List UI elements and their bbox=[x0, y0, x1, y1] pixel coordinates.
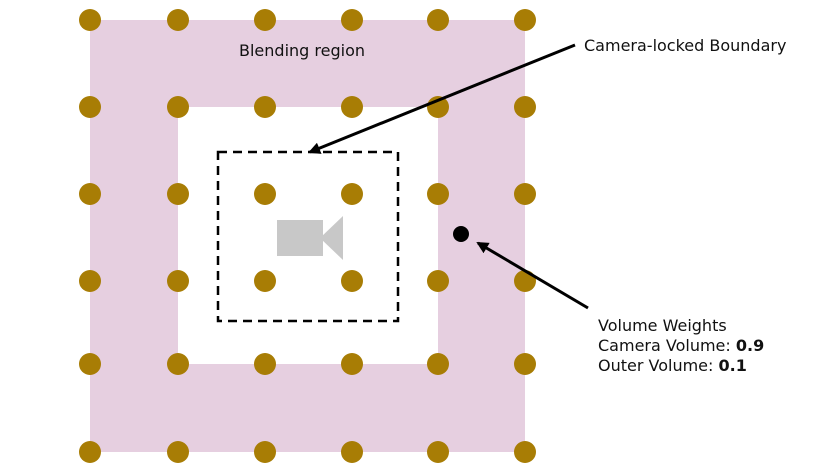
probe-dot-icon bbox=[427, 270, 449, 292]
probe-dot-icon bbox=[79, 183, 101, 205]
camera-locked-boundary bbox=[216, 150, 400, 323]
probe-dot-icon bbox=[254, 96, 276, 118]
video-camera-icon bbox=[277, 216, 343, 260]
probe-dot-icon bbox=[514, 183, 536, 205]
boundary-label: Camera-locked Boundary bbox=[584, 36, 787, 55]
probe-dot-icon bbox=[167, 270, 189, 292]
probe-dot-icon bbox=[254, 270, 276, 292]
probe-dot-icon bbox=[167, 353, 189, 375]
probe-dot-icon bbox=[79, 9, 101, 31]
outer-volume-label: Outer Volume: bbox=[598, 356, 714, 375]
probe-dot-icon bbox=[167, 183, 189, 205]
volume-weights-block: Volume Weights Camera Volume: 0.9 Outer … bbox=[598, 316, 764, 376]
probe-dot-icon bbox=[427, 353, 449, 375]
probe-dot-icon bbox=[427, 9, 449, 31]
probe-dot-icon bbox=[79, 96, 101, 118]
sample-point-icon bbox=[453, 226, 469, 242]
probe-dot-icon bbox=[341, 353, 363, 375]
probe-dot-icon bbox=[254, 441, 276, 463]
probe-dot-icon bbox=[254, 353, 276, 375]
volume-weights-title: Volume Weights bbox=[598, 316, 727, 335]
blending-region-label: Blending region bbox=[239, 41, 365, 60]
probe-dot-icon bbox=[341, 441, 363, 463]
boundary-arrow bbox=[308, 43, 576, 154]
probe-dot-icon bbox=[514, 9, 536, 31]
probe-dot-icon bbox=[341, 183, 363, 205]
probe-dot-icon bbox=[79, 270, 101, 292]
probe-dot-icon bbox=[427, 441, 449, 463]
probe-dot-icon bbox=[167, 441, 189, 463]
probe-dot-icon bbox=[427, 183, 449, 205]
probe-dot-icon bbox=[254, 183, 276, 205]
probe-dot-icon bbox=[167, 9, 189, 31]
probe-dot-icon bbox=[79, 441, 101, 463]
probe-dot-icon bbox=[341, 270, 363, 292]
blending-region bbox=[90, 20, 525, 452]
probe-dot-icon bbox=[514, 353, 536, 375]
probe-dot-icon bbox=[514, 441, 536, 463]
probe-dot-icon bbox=[254, 9, 276, 31]
outer-volume-value: 0.1 bbox=[718, 356, 747, 375]
outer-volume-row: Outer Volume: 0.1 bbox=[598, 356, 764, 376]
probe-dot-icon bbox=[514, 270, 536, 292]
camera-volume-row: Camera Volume: 0.9 bbox=[598, 336, 764, 356]
probe-dot-icon bbox=[341, 9, 363, 31]
probe-dot-icon bbox=[514, 96, 536, 118]
camera-volume-label: Camera Volume: bbox=[598, 336, 731, 355]
probe-dot-icon bbox=[341, 96, 363, 118]
weights-arrow bbox=[476, 241, 589, 310]
probe-dot-icon bbox=[79, 353, 101, 375]
camera-volume-value: 0.9 bbox=[735, 336, 765, 355]
probe-dot-icon bbox=[167, 96, 189, 118]
